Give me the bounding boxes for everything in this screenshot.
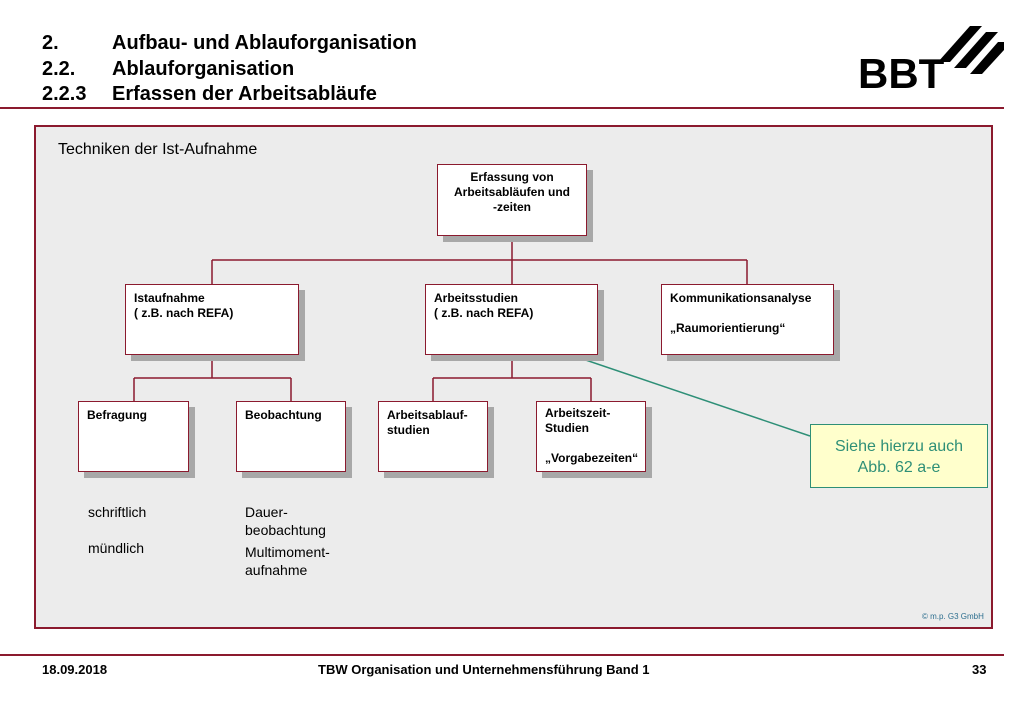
heading-number: 2. [42,32,59,54]
node-befragung: Befragung [78,401,189,472]
note-line: Siehe hierzu auch [834,438,964,455]
node-line: Studien [545,421,589,435]
node-line: Istaufnahme [134,291,205,305]
heading-text: Erfassen der Arbeitsabläufe [112,83,377,105]
node-arbeitszeitstudien: Arbeitszeit-Studien „Vorgabezeiten“ [536,401,646,472]
reference-note: Siehe hierzu auch Abb. 62 a-e [810,424,988,488]
node-line: ( z.B. nach REFA) [434,306,534,320]
footer-date: 18.09.2018 [42,662,108,677]
node-istaufnahme: Istaufnahme( z.B. nach REFA) [125,284,299,355]
node-line: Arbeitszeit- [545,406,611,420]
footer-divider [0,654,1004,656]
node-line: Beobachtung [245,408,322,422]
diagram-subtitle: Techniken der Ist-Aufnahme [58,141,258,158]
logo-text: BBT [858,50,945,94]
annotation-line: aufnahme [245,562,308,578]
annotation-line: Multimoment- [245,544,330,560]
node-line: -zeiten [492,200,531,214]
annotation-beobachtung: Dauer- beobachtung Multimoment- aufnahme [245,503,330,579]
heading-number: 2.2.3 [42,83,87,105]
node-line: Arbeitsabläufen und [453,185,570,199]
annotation-befragung: schriftlich mündlich [88,503,146,557]
footer-title: TBW Organisation und Unternehmensführung… [318,662,650,677]
node-line: ( z.B. nach REFA) [134,306,234,320]
heading-line-1: 2. Aufbau- und Ablauforganisation [42,30,417,56]
annotation-line: Dauer- [245,504,288,520]
note-line: Abb. 62 a-e [857,459,941,476]
node-line: Befragung [87,408,147,422]
node-line: Kommunikationsanalyse [670,291,812,305]
node-line: Arbeitsablauf- [387,408,468,422]
heading-number: 2.2. [42,58,76,80]
heading-text: Aufbau- und Ablauforganisation [112,32,417,54]
heading-line-3: 2.2.3 Erfassen der Arbeitsabläufe [42,81,377,107]
bbt-logo: BBT [858,26,1004,94]
header-divider [0,107,1004,109]
copyright-notice: © m.p. G3 GmbH [922,612,984,621]
node-line: Erfassung von [470,170,554,184]
heading-line-2: 2.2. Ablauforganisation [42,56,294,82]
node-line: studien [387,423,430,437]
node-line [670,306,825,321]
node-arbeitsablaufstudien: Arbeitsablauf-studien [378,401,488,472]
node-arbeitsstudien: Arbeitsstudien( z.B. nach REFA) [425,284,598,355]
footer-page-number: 33 [972,662,987,677]
node-line: „Raumorientierung“ [670,321,786,335]
node-beobachtung: Beobachtung [236,401,346,472]
node-kommunikationsanalyse: Kommunikationsanalyse „Raumorientierung“ [661,284,834,355]
annotation-line [88,521,146,539]
annotation-line: beobachtung [245,522,326,538]
heading-text: Ablauforganisation [112,58,295,80]
annotation-line: schriftlich [88,504,147,520]
node-line: Arbeitsstudien [434,291,519,305]
node-line: „Vorgabezeiten“ [545,451,639,465]
node-line [545,436,637,451]
annotation-line: mündlich [88,540,145,556]
